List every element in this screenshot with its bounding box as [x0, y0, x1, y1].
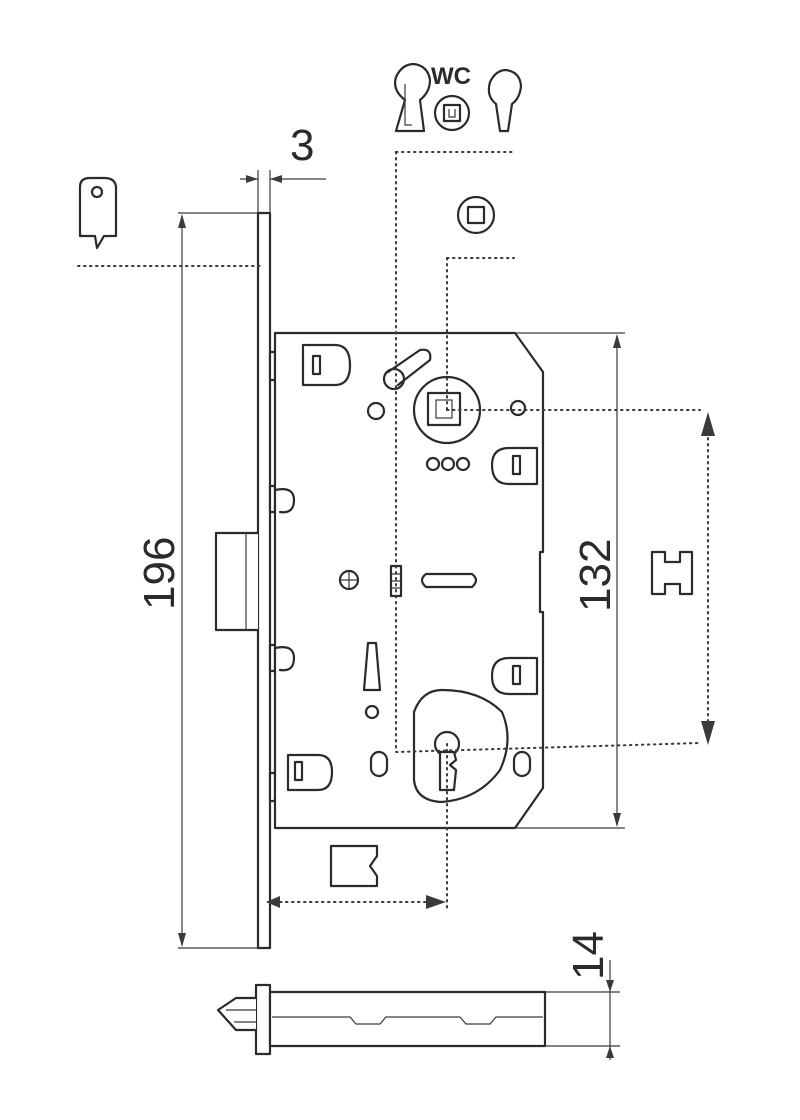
rivet — [509, 399, 527, 417]
wc-thumbturn-icon: WC — [431, 63, 471, 132]
centre-screw — [338, 569, 360, 591]
centre-distance-arrow-bottom — [701, 721, 715, 745]
mounting-slot — [490, 656, 539, 696]
square-spindle-icon — [456, 195, 496, 235]
rivet — [364, 704, 380, 720]
dimension-14-label: 14 — [564, 931, 613, 980]
latch-hook — [273, 646, 296, 672]
dimension-132-label: 132 — [571, 539, 620, 612]
wc-label: WC — [431, 63, 471, 90]
dimension-196-label: 196 — [135, 537, 184, 610]
euro-cylinder-icon — [487, 68, 523, 133]
bolt-side-view — [216, 983, 547, 1056]
lever-slot — [362, 641, 382, 692]
rebate-profile-icon — [650, 550, 694, 596]
oval-slot — [512, 750, 532, 778]
adjustment-holes — [425, 456, 471, 472]
reference-lines — [77, 151, 709, 913]
latch-hook — [273, 488, 296, 514]
oval-slot — [369, 750, 389, 778]
dimension-14: 14 — [545, 931, 620, 1060]
rivet — [382, 367, 406, 391]
cylinder-cam — [412, 688, 509, 804]
dimension-132: 132 — [515, 332, 625, 829]
centre-distance-arrow-top — [701, 412, 715, 436]
backset-arrow-right — [426, 895, 446, 909]
rivet — [366, 401, 386, 421]
mounting-slot — [301, 343, 352, 387]
faceplate — [256, 211, 277, 950]
latch-bolt — [214, 531, 260, 632]
deadbolt-icon — [329, 844, 379, 888]
dimension-3: 3 — [240, 121, 326, 213]
dimension-196: 196 — [135, 212, 258, 949]
backset-arrow-left — [266, 896, 280, 908]
follower-arm — [386, 348, 432, 387]
mounting-slot — [490, 446, 539, 486]
keyhole-icon — [393, 62, 432, 133]
dimension-3-label: 3 — [290, 121, 314, 170]
bolt-slot — [420, 572, 478, 589]
lock-case — [273, 331, 545, 830]
latch-bolt-icon — [78, 176, 118, 250]
mounting-slot — [286, 753, 334, 792]
